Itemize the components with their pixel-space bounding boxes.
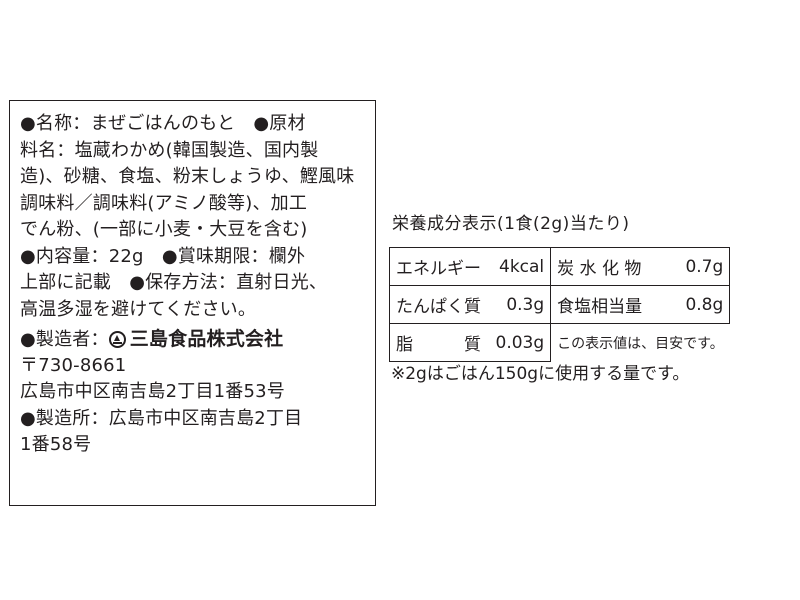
label-line-ingredients-1: 料名：塩蔵わかめ(韓国製造、国内製 — [20, 139, 319, 161]
label-line-storage-1: 上部に記載 ●保存方法：直射日光、 — [20, 272, 328, 293]
label-line-maker: ●製造者： 三島食品株式会社 — [20, 326, 375, 353]
maker-logo-icon — [108, 331, 126, 348]
label-line-content-amount: ●内容量：22g ●賞味期限：欄外 — [20, 245, 306, 267]
nutrient-value-protein: 0.3g — [489, 285, 552, 324]
nutrient-value-salt: 0.8g — [669, 285, 731, 324]
nutrition-table: エネルギー 4kcal 炭 水 化 物 0.7g たんぱく質 0.3g 食塩相当… — [389, 247, 731, 362]
maker-prefix: ●製造者： — [20, 329, 109, 350]
label-line-name: ●名称：まぜごはんのもと ●原材 — [20, 113, 306, 134]
nutrient-name-carbohydrate: 炭 水 化 物 — [550, 247, 670, 286]
label-line-ingredients-3: 調味料／調味料(アミノ酸等)、加工 — [20, 192, 308, 214]
nutrient-name-salt: 食塩相当量 — [550, 285, 670, 324]
maker-name: 三島食品株式会社 — [129, 328, 284, 350]
nutrient-value-fat: 0.03g — [489, 323, 552, 362]
nutrient-value-carbohydrate: 0.7g — [669, 247, 731, 286]
label-line-factory-address: 1番58号 — [20, 434, 92, 455]
nutrient-name-protein: たんぱく質 — [389, 285, 490, 324]
nutrition-title: 栄養成分表示(1食(2g)当たり) — [392, 214, 630, 234]
nutrient-value-energy: 4kcal — [489, 247, 552, 286]
nutrient-name-fat: 脂 質 — [389, 323, 490, 362]
label-line-ingredients-4: でん粉、(一部に小麦・大豆を含む) — [20, 219, 308, 240]
nutrition-estimate-note: この表示値は、目安です。 — [550, 323, 730, 362]
nutrition-row: エネルギー 4kcal 炭 水 化 物 0.7g — [389, 247, 731, 286]
ingredient-label-box: ●名称：まぜごはんのもと ●原材 料名：塩蔵わかめ(韓国製造、国内製 造)、砂糖… — [9, 100, 376, 506]
label-line-maker-address: 広島市中区南吉島2丁目1番53号 — [20, 381, 286, 402]
label-line-storage-2: 高温多湿を避けてください。 — [20, 298, 257, 320]
nutrition-row: たんぱく質 0.3g 食塩相当量 0.8g — [389, 285, 731, 324]
nutrient-name-energy: エネルギー — [389, 247, 490, 286]
nutrition-footnote: ※2gはごはん150gに使用する量です。 — [391, 364, 690, 384]
label-line-ingredients-2: 造)、砂糖、食塩、粉末しょうゆ、鰹風味 — [20, 166, 355, 187]
label-line-postal-code: 〒730-8661 — [20, 354, 127, 376]
nutrition-row: 脂 質 0.03g この表示値は、目安です。 — [389, 323, 730, 362]
label-line-factory: ●製造所：広島市中区南吉島2丁目 — [20, 407, 303, 429]
